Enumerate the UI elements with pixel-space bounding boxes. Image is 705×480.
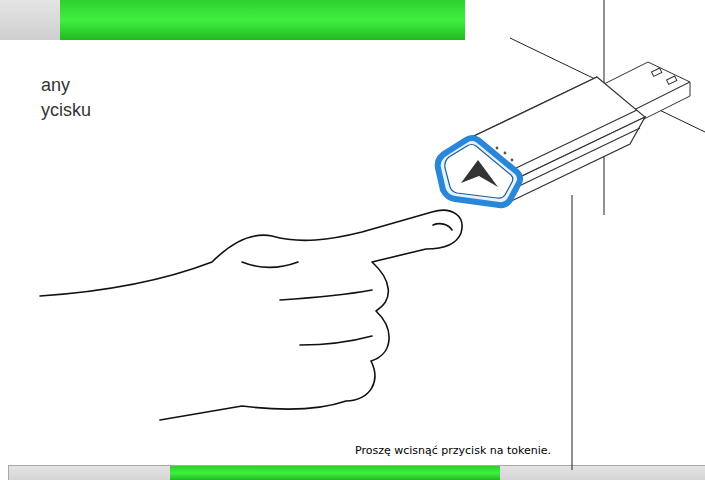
body-face [505, 117, 645, 204]
status-message: Proszę wcisnąć przycisk na tokenie. [355, 444, 551, 457]
bar-track [0, 0, 60, 40]
bar-fill [60, 0, 465, 40]
hand-crease [242, 262, 298, 267]
button-face [445, 145, 513, 199]
panel-lines [510, 0, 705, 470]
bar-track [9, 466, 705, 480]
plug-hole [667, 76, 677, 84]
button-rim [438, 138, 520, 205]
bar-fill [170, 466, 500, 480]
body-groove [512, 110, 637, 170]
plug-hole [652, 68, 662, 76]
hand-crease [280, 290, 372, 300]
hand-outline [40, 210, 462, 420]
instruction-text: ycisku [41, 100, 91, 121]
hand [40, 210, 462, 420]
fingernail [433, 224, 452, 230]
body-groove [515, 128, 640, 188]
button-arrow [461, 160, 498, 187]
instruction-text: any [41, 75, 70, 96]
token-button [438, 138, 520, 205]
bottom-progress-bar [9, 466, 705, 480]
top-progress-bar [0, 0, 465, 40]
panel-edge [572, 195, 573, 470]
hand-crease [300, 336, 372, 345]
